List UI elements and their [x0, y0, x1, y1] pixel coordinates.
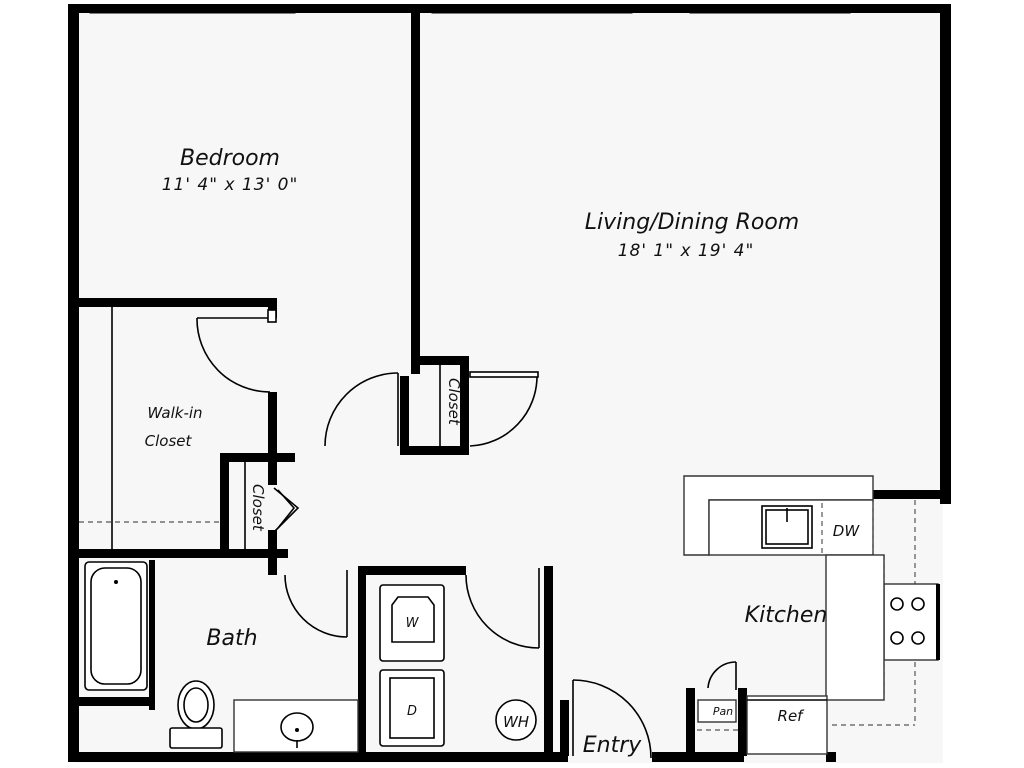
refrigerator — [746, 695, 828, 755]
bedroom-dimensions: 11' 4" x 13' 0" — [162, 175, 299, 195]
laundry — [379, 584, 537, 747]
water-heater — [495, 699, 537, 741]
water-heater-label: WH — [503, 713, 529, 731]
washer-label: W — [406, 616, 420, 631]
walls — [68, 4, 951, 762]
vanity — [233, 699, 359, 753]
walkin-label-line1: Walk-in — [147, 404, 202, 422]
bedroom-label: Bedroom — [180, 146, 280, 171]
range — [883, 583, 939, 661]
floor-area — [75, 8, 943, 763]
living-dimensions: 18' 1" x 19' 4" — [618, 241, 755, 261]
bathtub — [84, 561, 148, 691]
upper-closet-label: Closet — [445, 378, 463, 426]
living-label: Living/Dining Room — [585, 210, 799, 235]
dishwasher-label: DW — [833, 522, 861, 540]
dryer-label: D — [407, 704, 417, 719]
entry-label: Entry — [583, 733, 643, 758]
refrigerator-label: Ref — [778, 707, 806, 725]
dryer — [379, 669, 445, 747]
kitchen-label: Kitchen — [745, 603, 828, 628]
labels: Bedroom 11' 4" x 13' 0" Living/Dining Ro… — [145, 146, 861, 758]
walkin-label-line2: Closet — [145, 432, 193, 450]
toilet — [169, 680, 223, 749]
bath-fixtures — [84, 561, 359, 753]
pantry — [697, 699, 737, 723]
closet-shelving — [79, 307, 441, 549]
doors — [196, 309, 737, 759]
bath-label: Bath — [206, 626, 257, 651]
kitchen-fixtures — [683, 475, 940, 755]
lower-closet-label: Closet — [249, 484, 267, 532]
pantry-label: Pan — [713, 705, 733, 718]
